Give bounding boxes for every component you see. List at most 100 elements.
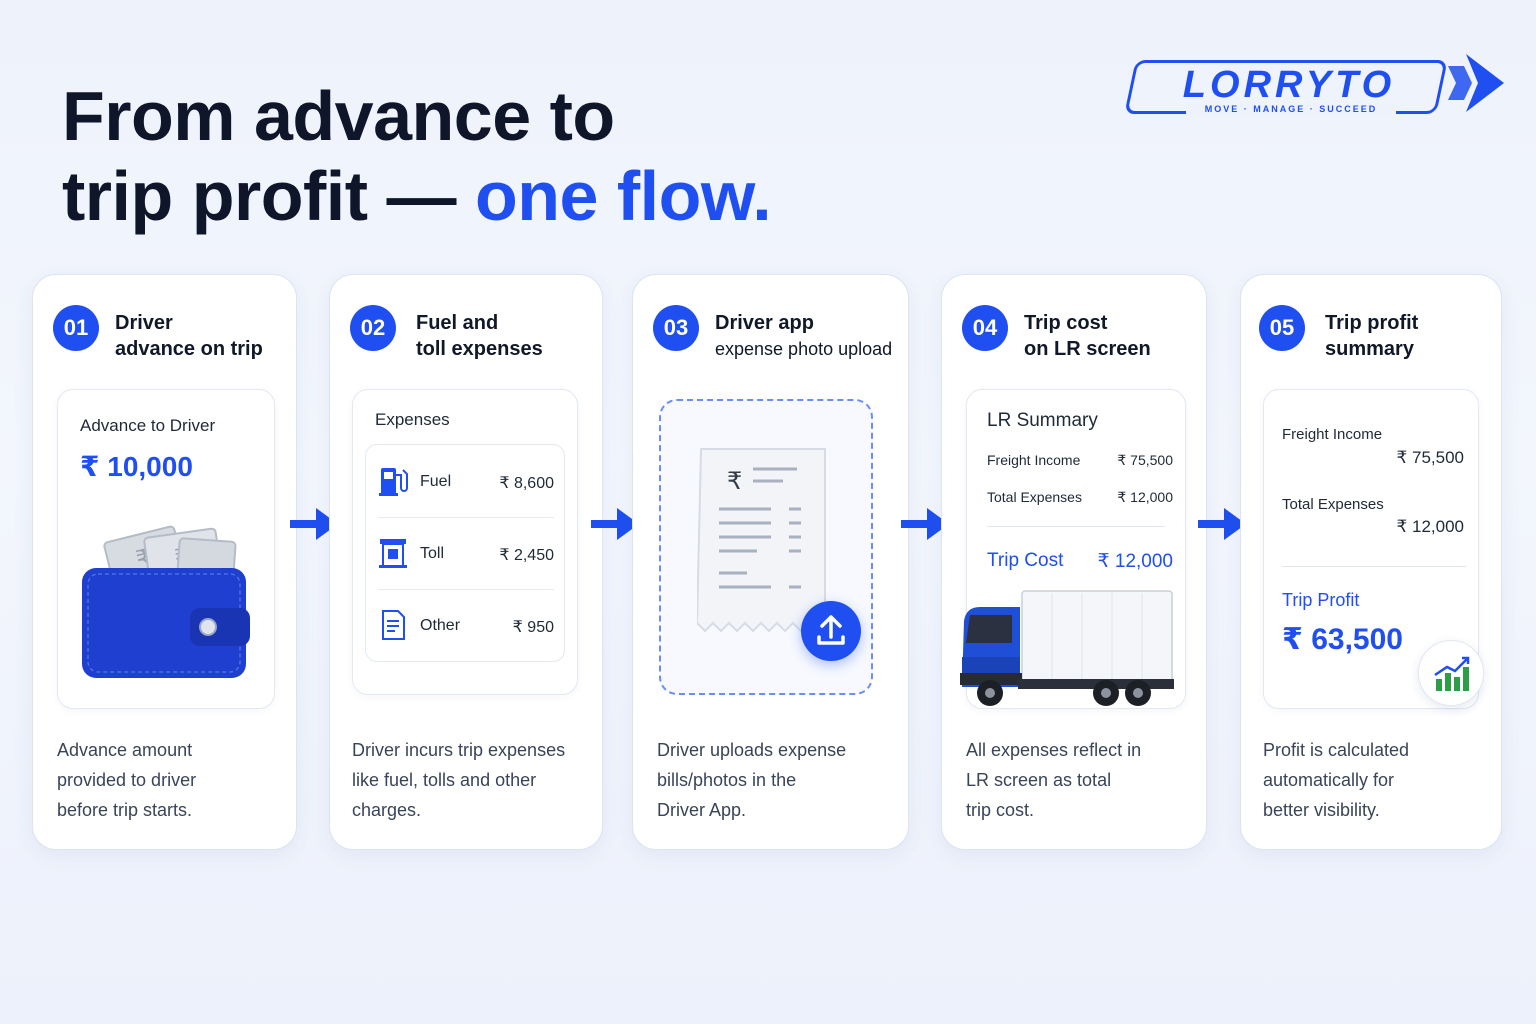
chart-badge (1418, 640, 1484, 706)
description-line: Driver incurs trip expenses (352, 740, 566, 760)
step-title-line-1: Trip cost (1024, 312, 1108, 334)
step-title-line-2: advance on trip (115, 338, 263, 360)
toll-booth-icon (379, 539, 407, 568)
step-title-line-1: Fuel and (416, 312, 499, 334)
truck-icon (960, 590, 1174, 706)
row-value: ₹ 75,500 (1117, 452, 1173, 468)
step-title: Driver advance on trip (115, 310, 263, 362)
wallet-with-cash-icon: ₹ ₹ (82, 525, 250, 678)
description-line: Advance amount (57, 740, 193, 760)
document-icon (382, 610, 405, 640)
headline-accent: one flow. (474, 157, 772, 235)
trip-profit-label: Trip Profit (1282, 590, 1360, 610)
advance-amount: ₹ 10,000 (80, 451, 193, 482)
description-line: trip cost. (966, 800, 1035, 820)
list-item: Other ₹ 950 (378, 595, 554, 655)
logo-tagline: MOVE · MANAGE · SUCCEED (1186, 104, 1396, 114)
step-card-01: 01 Driver advance on trip Advance to Dri… (32, 274, 297, 850)
description-line: Driver uploads expense (657, 740, 847, 760)
logo-wordmark: LORRYTO (1182, 64, 1396, 106)
description-line: charges. (352, 800, 422, 820)
step-title-line-1: Driver app (715, 312, 814, 334)
lr-summary-title: LR Summary (987, 410, 1098, 431)
description-line: like fuel, tolls and other (352, 770, 537, 790)
receipt-icon: ₹ (697, 448, 826, 633)
trip-profit-value: ₹ 63,500 (1282, 623, 1403, 656)
expenses-list: Fuel ₹ 8,600 Toll ₹ 2,450 (365, 444, 565, 662)
step-title-line-1: Driver (115, 312, 173, 334)
description-line: automatically for (1263, 770, 1395, 790)
expense-value: ₹ 2,450 (499, 547, 554, 564)
description-line: provided to driver (57, 770, 197, 790)
step-title: Driver app expense photo upload (715, 310, 892, 362)
step-description: Driver incurs trip expenses like fuel, t… (352, 735, 565, 825)
expense-name: Toll (420, 545, 445, 562)
step-title: Trip profit summary (1325, 310, 1418, 362)
divider (378, 589, 554, 590)
total-expenses-label: Total Expenses (1282, 496, 1384, 513)
description-line: bills/photos in the (657, 770, 797, 790)
headline-plain: trip profit — (62, 157, 475, 235)
description-line: All expenses reflect in (966, 740, 1142, 760)
step-title: Fuel and toll expenses (416, 310, 543, 362)
expense-name: Fuel (420, 473, 452, 490)
step-number-badge: 02 (350, 305, 396, 351)
description-line: LR screen as total (966, 770, 1112, 790)
divider (378, 517, 554, 518)
description-line: Profit is calculated (1263, 740, 1410, 760)
page-headline: From advance to trip profit — one flow. (62, 76, 772, 236)
step-number-badge: 05 (1259, 305, 1305, 351)
total-expenses-value: ₹ 12,000 (1396, 517, 1464, 536)
expense-name: Other (420, 617, 461, 634)
trip-cost-label: Trip Cost (987, 550, 1064, 571)
step-title-line-2: summary (1325, 338, 1414, 360)
description-line: before trip starts. (57, 800, 193, 820)
expense-value: ₹ 950 (512, 619, 554, 636)
flow-arrow-icon (901, 508, 949, 540)
row-label: Total Expenses (987, 489, 1082, 505)
svg-text:₹: ₹ (727, 467, 742, 495)
list-item: Toll ₹ 2,450 (378, 523, 554, 583)
flow-arrow-icon (1198, 508, 1246, 540)
description-line: Driver App. (657, 800, 747, 820)
growth-chart-icon (1434, 656, 1470, 691)
step-card-03: 03 Driver app expense photo upload ₹ (632, 274, 909, 850)
step-card-02: 02 Fuel and toll expenses Expenses Fuel … (329, 274, 603, 850)
step-description: All expenses reflect in LR screen as tot… (966, 735, 1141, 825)
logo-arrow-icon (1448, 54, 1504, 112)
expenses-title: Expenses (375, 410, 450, 429)
step-card-05: 05 Trip profit summary Freight Income ₹ … (1240, 274, 1502, 850)
fuel-pump-icon (379, 468, 408, 496)
lorryto-logo: LORRYTO MOVE · MANAGE · SUCCEED (1124, 52, 1506, 122)
flow-arrow-icon (591, 508, 639, 540)
step-description: Advance amount provided to driver before… (57, 735, 196, 825)
row-value: ₹ 12,000 (1117, 489, 1173, 505)
step-title-line-1: Trip profit (1325, 312, 1419, 334)
divider (987, 526, 1165, 527)
advance-panel: Advance to Driver ₹ 10,000 ₹ ₹ (57, 389, 275, 709)
upload-drop-zone[interactable]: ₹ (659, 399, 873, 695)
step-title-line-2: on LR screen (1024, 338, 1151, 360)
freight-income-label: Freight Income (1282, 426, 1383, 443)
description-line: better visibility. (1263, 800, 1380, 820)
step-card-04: 04 Trip cost on LR screen LR Summary Fre… (941, 274, 1207, 850)
list-item: Fuel ₹ 8,600 (378, 451, 554, 511)
trip-cost-value: ₹ 12,000 (1097, 551, 1173, 572)
headline-line-2: trip profit — one flow. (62, 156, 772, 236)
expense-value: ₹ 8,600 (499, 475, 554, 492)
upload-button[interactable] (801, 601, 861, 661)
step-number-badge: 01 (53, 305, 99, 351)
step-number-badge: 03 (653, 305, 699, 351)
step-description: Driver uploads expense bills/photos in t… (657, 735, 846, 825)
row-label: Freight Income (987, 452, 1081, 468)
expenses-panel: Expenses Fuel ₹ 8,600 (352, 389, 578, 695)
freight-income-value: ₹ 75,500 (1396, 448, 1464, 467)
step-title: Trip cost on LR screen (1024, 310, 1151, 362)
profit-summary-panel: Freight Income ₹ 75,500 Total Expenses ₹… (1263, 389, 1484, 709)
headline-line-1: From advance to (62, 77, 615, 155)
step-number-badge: 04 (962, 305, 1008, 351)
flow-arrow-icon (290, 508, 338, 540)
upload-icon (817, 615, 845, 645)
step-title-line-2: toll expenses (416, 338, 543, 360)
step-title-line-2: expense photo upload (715, 339, 893, 359)
